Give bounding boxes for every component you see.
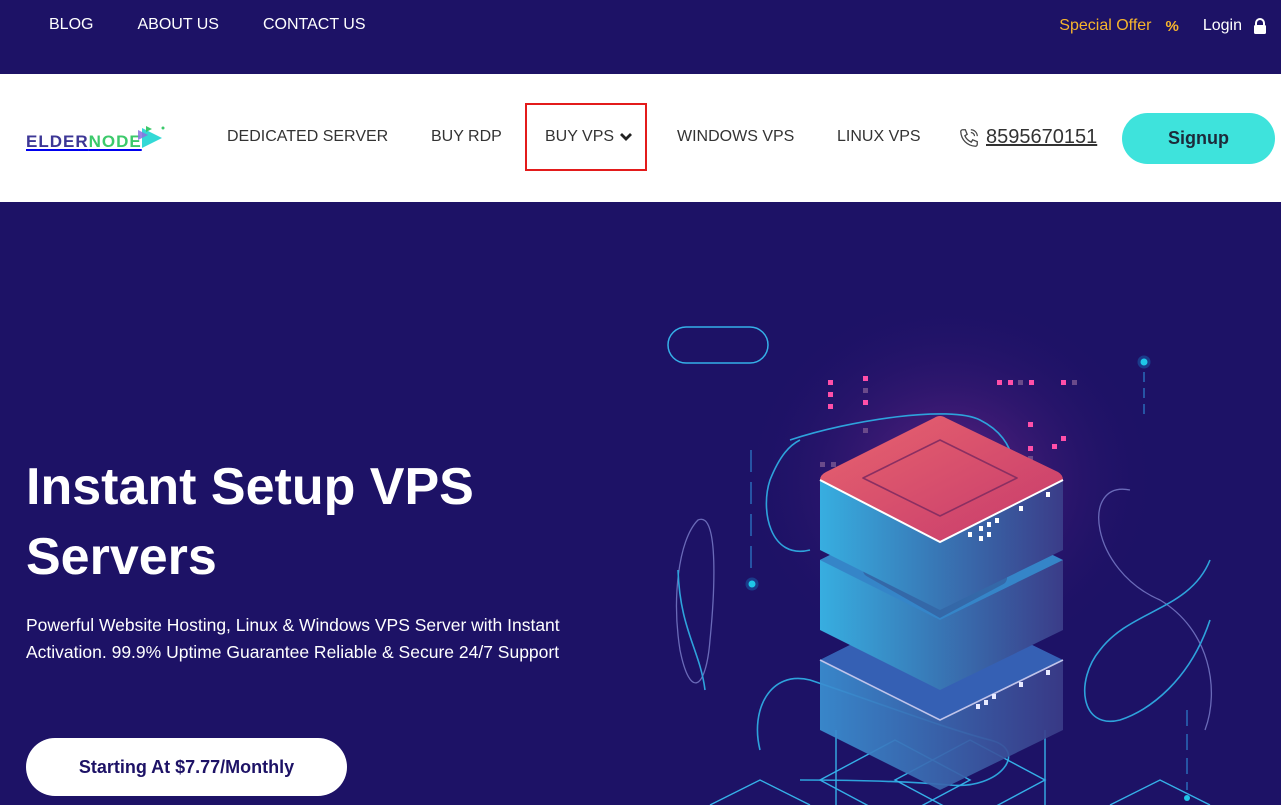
top-right: Special Offer % Login — [1059, 17, 1267, 35]
chevron-down-icon — [620, 133, 633, 141]
nav-buy-vps-label: BUY VPS — [545, 128, 615, 145]
phone-number: 8595670151 — [986, 126, 1098, 148]
nav-buy-vps[interactable]: BUY VPS — [545, 128, 633, 146]
special-offer-label: Special Offer — [1059, 17, 1152, 34]
eldernode-logo[interactable]: elder node — [26, 124, 166, 154]
starting-price-button[interactable]: Starting At $7.77/Monthly — [26, 738, 347, 796]
top-bar: BLOG ABOUT US CONTACT US Special Offer %… — [0, 0, 1281, 74]
nav-windows-vps[interactable]: WINDOWS VPS — [677, 128, 795, 145]
server-stack-illustration — [667, 310, 1212, 805]
main-header — [0, 74, 1281, 202]
hero-description: Powerful Website Hosting, Linux & Window… — [26, 615, 560, 662]
top-link-about-us[interactable]: ABOUT US — [137, 16, 219, 33]
login-link[interactable]: Login — [1203, 17, 1267, 35]
top-links: BLOG ABOUT US CONTACT US — [49, 16, 366, 34]
top-link-blog[interactable]: BLOG — [49, 16, 94, 33]
hero-section: Instant Setup VPS Servers Powerful Websi… — [0, 202, 1281, 805]
nav-dedicated-server[interactable]: DEDICATED SERVER — [227, 128, 389, 145]
special-offer-link[interactable]: Special Offer % — [1059, 17, 1179, 35]
nav-buy-rdp[interactable]: BUY RDP — [431, 128, 502, 145]
phone-link[interactable]: 8595670151 — [958, 126, 1097, 149]
login-label: Login — [1202, 17, 1242, 34]
nav-linux-vps[interactable]: LINUX VPS — [837, 128, 921, 145]
top-link-contact-us[interactable]: CONTACT US — [262, 16, 366, 33]
hero-title: Instant Setup VPS Servers — [26, 458, 474, 586]
lock-icon — [1254, 18, 1266, 34]
phone-icon — [960, 128, 978, 147]
percent-icon: % — [1165, 17, 1179, 35]
highlight-box-buy-vps — [525, 103, 647, 171]
logo-text-elder: elder — [26, 126, 89, 153]
signup-button[interactable]: Signup — [1122, 113, 1275, 164]
logo-text-node: node — [88, 126, 142, 153]
logo-play-icon — [137, 126, 165, 148]
